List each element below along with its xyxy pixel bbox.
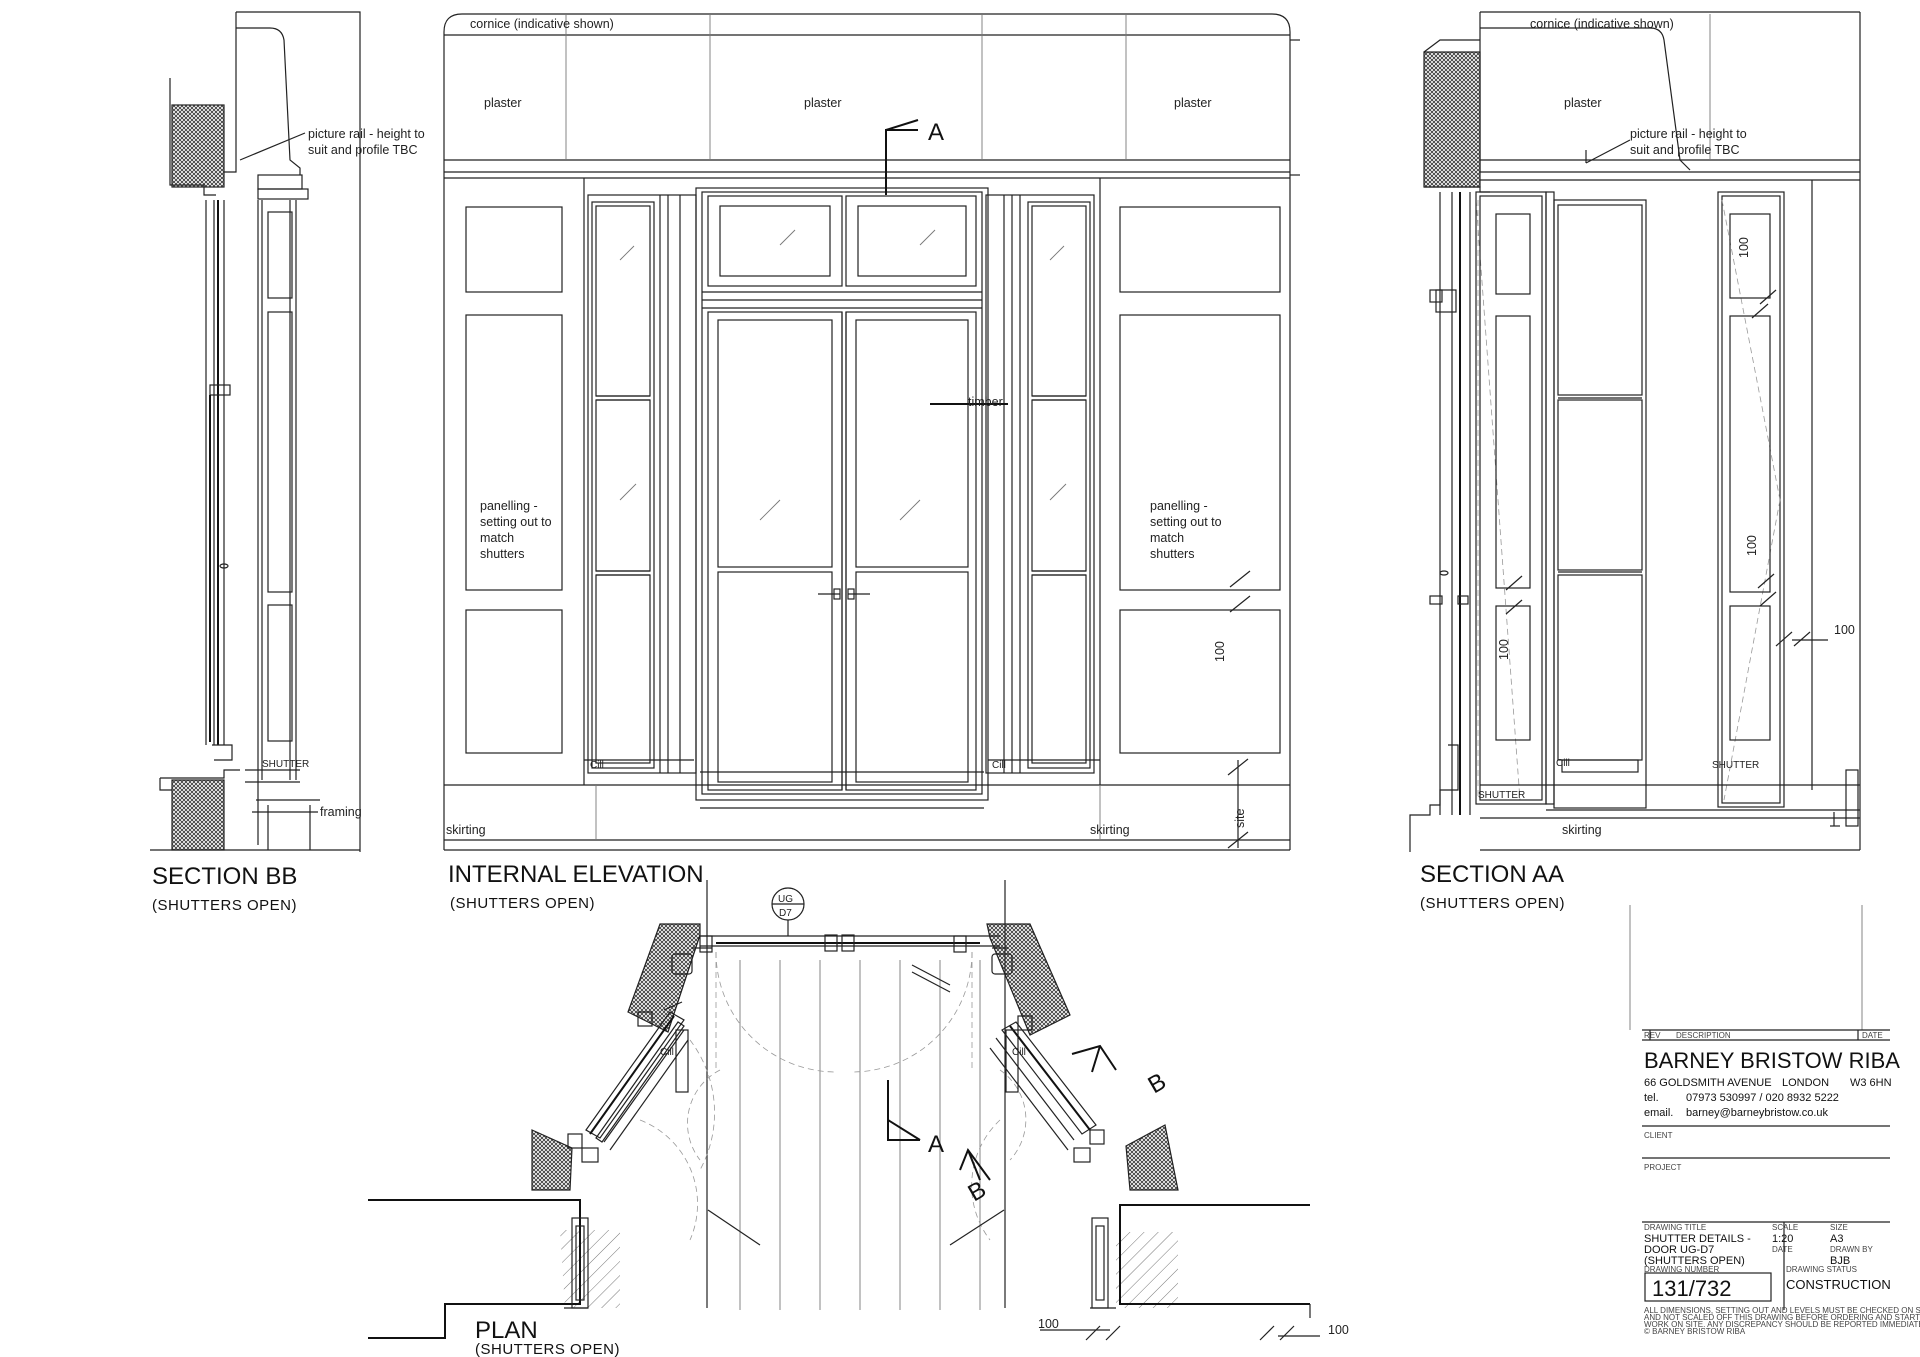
timber-note: timber	[968, 395, 1003, 409]
dimension-100-plan-1: 100	[1038, 1317, 1059, 1331]
title-block-date-header: DATE	[1862, 1031, 1883, 1040]
cornice-note-section-aa: cornice (indicative shown)	[1530, 17, 1674, 31]
plaster-note-4: plaster	[1564, 96, 1602, 110]
section-marker-a-top: A	[928, 119, 944, 146]
shutter-label-aa-1: SHUTTER	[1712, 760, 1759, 771]
disclaimer-line-4: © BARNEY BRISTOW RIBA	[1644, 1327, 1746, 1336]
drawing-title-line-2: DOOR UG-D7	[1644, 1244, 1714, 1256]
dimension-100-elevation: 100	[1213, 641, 1227, 662]
dimension-100-aa-2: 100	[1745, 535, 1759, 556]
section-bb-subtitle: (SHUTTERS OPEN)	[152, 897, 297, 914]
section-bb-title: SECTION BB	[152, 863, 297, 890]
drawing-status-label: DRAWING STATUS	[1786, 1265, 1857, 1274]
plan-view: UG D7 Cill Cill A B B 100 100 PLAN (SHUT…	[368, 880, 1349, 1357]
disclaimer-line-2: AND NOT SCALED OFF THIS DRAWING BEFORE O…	[1644, 1313, 1920, 1322]
skirting-note-3: skirting	[1562, 823, 1602, 837]
picture-rail-note-left-1: picture rail - height to	[308, 127, 425, 141]
framing-note: framing	[320, 805, 362, 819]
cill-label-5: Cill	[1012, 1047, 1026, 1058]
drawing-number: 131/732	[1652, 1276, 1732, 1301]
panelling-note-left-4: shutters	[480, 547, 524, 561]
section-marker-b-lower: B	[964, 1176, 991, 1207]
firm-address-postcode: W3 6HN	[1850, 1077, 1892, 1089]
drawing-title-label: DRAWING TITLE	[1644, 1223, 1706, 1232]
site-note: site	[1233, 809, 1247, 829]
cill-label-1: Cill	[590, 760, 604, 771]
dimension-100-plan-2: 100	[1328, 1323, 1349, 1337]
section-bb-view: picture rail - height to suit and profil…	[150, 11, 425, 914]
skirting-note-2: skirting	[1090, 823, 1130, 837]
size-value: A3	[1830, 1233, 1843, 1245]
disclaimer-line-1: ALL DIMENSIONS, SETTING OUT AND LEVELS M…	[1644, 1306, 1920, 1315]
client-label: CLIENT	[1644, 1131, 1673, 1140]
drawing-number-label: DRAWING NUMBER	[1644, 1265, 1719, 1274]
picture-rail-note-right-1: picture rail - height to	[1630, 127, 1747, 141]
drawing-title-line-1: SHUTTER DETAILS -	[1644, 1233, 1751, 1245]
shutter-label-aa-2: SHUTTER	[1478, 790, 1525, 801]
plaster-note-3: plaster	[1174, 96, 1212, 110]
cill-label-4: Cill	[660, 1047, 674, 1058]
panelling-note-left-2: setting out to	[480, 515, 552, 529]
internal-elevation-subtitle: (SHUTTERS OPEN)	[450, 895, 595, 912]
firm-email: barney@barneybristow.co.uk	[1686, 1107, 1829, 1119]
skirting-note-1: skirting	[446, 823, 486, 837]
size-label: SIZE	[1830, 1223, 1848, 1232]
plaster-note-1: plaster	[484, 96, 522, 110]
section-aa-title: SECTION AA	[1420, 861, 1564, 888]
dimension-100-aa-1: 100	[1737, 237, 1751, 258]
door-tag-line-2: D7	[779, 908, 792, 919]
panelling-note-right-3: match	[1150, 531, 1184, 545]
panelling-note-right-1: panelling -	[1150, 499, 1208, 513]
scale-label: SCALE	[1772, 1223, 1798, 1232]
scale-value: 1:20	[1772, 1233, 1793, 1245]
panelling-note-left-3: match	[480, 531, 514, 545]
drawing-status: CONSTRUCTION	[1786, 1277, 1891, 1292]
firm-address-city: LONDON	[1782, 1077, 1829, 1089]
dimension-100-aa-3: 100	[1497, 639, 1511, 660]
title-block-description-label: DESCRIPTION	[1676, 1031, 1731, 1040]
title-block: REV DESCRIPTION DATE BARNEY BRISTOW RIBA…	[1629, 905, 1920, 1336]
panelling-note-right-4: shutters	[1150, 547, 1194, 561]
plan-subtitle: (SHUTTERS OPEN)	[475, 1341, 620, 1357]
disclaimer-line-3: WORK ON SITE. ANY DISCREPANCY SHOULD BE …	[1644, 1320, 1920, 1329]
internal-elevation-title: INTERNAL ELEVATION	[448, 861, 704, 888]
date-label: DATE	[1772, 1245, 1793, 1254]
drawn-by-value: BJB	[1830, 1255, 1850, 1267]
internal-elevation-view: cornice (indicative shown) plaster plast…	[443, 13, 1300, 912]
picture-rail-note-left-2: suit and profile TBC	[308, 143, 418, 157]
cill-label-3: Cill	[1556, 758, 1570, 769]
firm-tel-label: tel.	[1644, 1092, 1659, 1104]
section-marker-b-right: B	[1144, 1068, 1171, 1099]
cornice-note-elevation: cornice (indicative shown)	[470, 17, 614, 31]
drawn-by-label: DRAWN BY	[1830, 1245, 1873, 1254]
plan-title: PLAN	[475, 1317, 538, 1344]
dimension-100-aa-4: 100	[1834, 623, 1855, 637]
panelling-note-left-1: panelling -	[480, 499, 538, 513]
panelling-note-right-2: setting out to	[1150, 515, 1222, 529]
door-tag-line-1: UG	[778, 894, 793, 905]
firm-name: BARNEY BRISTOW RIBA	[1644, 1048, 1900, 1073]
firm-address-street: 66 GOLDSMITH AVENUE	[1644, 1077, 1772, 1089]
section-marker-a-plan: A	[928, 1131, 944, 1158]
picture-rail-note-right-2: suit and profile TBC	[1630, 143, 1740, 157]
firm-email-label: email.	[1644, 1107, 1673, 1119]
firm-tel: 07973 530997 / 020 8932 5222	[1686, 1092, 1839, 1104]
title-block-rev-label: REV	[1644, 1031, 1661, 1040]
section-aa-subtitle: (SHUTTERS OPEN)	[1420, 895, 1565, 912]
cill-label-2: Cill	[992, 760, 1006, 771]
project-label: PROJECT	[1644, 1163, 1681, 1172]
plaster-note-2: plaster	[804, 96, 842, 110]
shutter-label-bb: SHUTTER	[262, 759, 309, 770]
section-aa-view: cornice (indicative shown) plaster pictu…	[1409, 11, 1861, 912]
drawing-title-line-3: (SHUTTERS OPEN)	[1644, 1255, 1745, 1267]
